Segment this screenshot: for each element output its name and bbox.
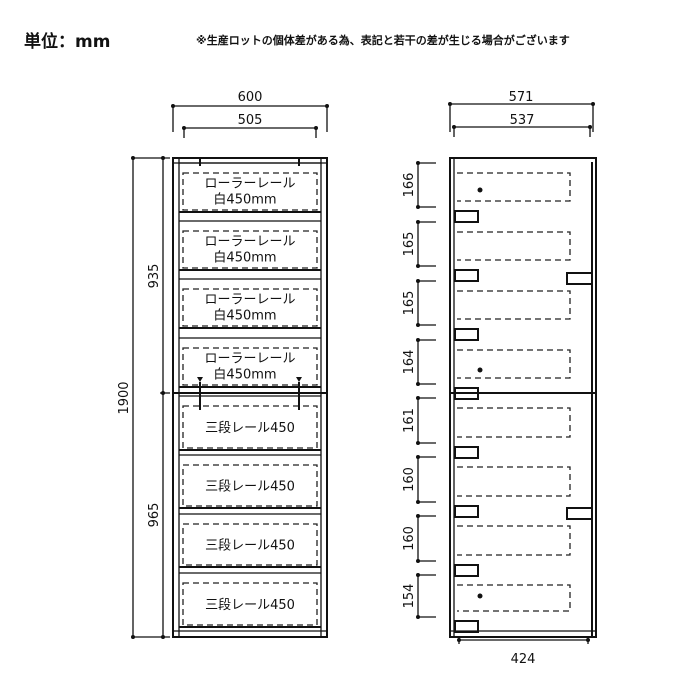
front-drawer: 三段レール450 xyxy=(179,454,321,509)
drawer-box-outline xyxy=(457,349,571,379)
front-drawer: 三段レール450 xyxy=(179,513,321,568)
side-drawer-dimension: 166 xyxy=(402,161,571,223)
side-drawer-dimension: 165 xyxy=(402,279,571,341)
handle-profile xyxy=(454,446,479,459)
drawer-box-outline xyxy=(457,407,571,438)
side-view: 166 165 165 164 161 160 160 154 xyxy=(402,102,597,644)
side-drawer-height-label: 164 xyxy=(402,350,417,375)
handle-profile xyxy=(454,328,479,341)
side-drawer-dimension: 165 xyxy=(402,220,571,282)
triple-rail-label: 三段レール450 xyxy=(205,539,295,554)
side-drawer-dimension: 164 xyxy=(402,338,571,400)
roller-rail-size-label: 白450mm xyxy=(213,192,276,208)
rear-stopper xyxy=(566,272,593,285)
roller-rail-label: ローラーレール xyxy=(204,177,295,192)
screw-icon xyxy=(477,593,483,599)
unit-label: 単位：mm xyxy=(24,31,110,52)
front-drawer: 三段レール450 xyxy=(179,395,321,451)
roller-rail-label: ローラーレール xyxy=(204,352,295,367)
lot-variation-note: ※生産ロットの個体差がある為、表記と若干の差が生じる場合がございます xyxy=(196,33,570,47)
front-height-upper-label: 935 xyxy=(147,264,162,289)
roller-rail-size-label: 白450mm xyxy=(213,308,276,324)
rear-stopper xyxy=(566,507,593,520)
roller-rail-label: ローラーレール xyxy=(204,293,295,308)
triple-rail-label: 三段レール450 xyxy=(205,598,295,613)
drawer-rail-outline xyxy=(182,288,318,327)
front-drawer: 三段レール450 xyxy=(179,572,321,628)
front-width-outer-label: 600 xyxy=(238,90,263,105)
drawer-rail-outline xyxy=(182,347,318,386)
side-drawer-height-label: 165 xyxy=(402,291,417,316)
drawer-rail-outline xyxy=(182,464,318,507)
drawer-box-outline xyxy=(457,525,571,556)
handle-profile xyxy=(454,620,479,633)
front-height-total-label: 1900 xyxy=(117,381,132,414)
side-drawer-dimension: 161 xyxy=(402,396,571,459)
drawer-box-outline xyxy=(457,172,571,202)
drawer-rail-outline xyxy=(182,172,318,211)
drawer-rail-outline xyxy=(182,523,318,566)
dimension-tick xyxy=(586,638,590,642)
side-drawer-height-label: 160 xyxy=(402,526,417,551)
front-view: ローラーレール白450mmローラーレール白450mmローラーレール白450mmロ… xyxy=(131,104,329,639)
handle-profile xyxy=(454,505,479,518)
roller-rail-label: ローラーレール xyxy=(204,235,295,250)
triple-rail-label: 三段レール450 xyxy=(205,421,295,436)
screw-icon xyxy=(477,367,483,373)
side-drawer-height-label: 165 xyxy=(402,232,417,257)
drawer-box-outline xyxy=(457,231,571,261)
side-drawer-dimension: 160 xyxy=(402,455,571,518)
side-depth-outer-label: 571 xyxy=(509,90,534,105)
drawer-box-outline xyxy=(457,584,571,612)
handle-profile xyxy=(454,210,479,223)
dimension-tick xyxy=(457,638,461,642)
handle-profile xyxy=(454,269,479,282)
front-width-inner-label: 505 xyxy=(238,113,263,128)
side-drawer-dimension: 154 xyxy=(402,573,571,633)
cabinet-outline xyxy=(172,157,328,638)
front-height-lower-label: 965 xyxy=(147,503,162,528)
side-drawer-height-label: 161 xyxy=(402,408,417,433)
drawer-box-outline xyxy=(457,466,571,497)
drawer-rail-outline xyxy=(182,230,318,269)
side-outline xyxy=(449,157,597,638)
roller-rail-size-label: 白450mm xyxy=(213,250,276,266)
side-drawer-height-label: 166 xyxy=(402,173,417,198)
handle-profile xyxy=(454,387,479,400)
drawer-box-outline xyxy=(457,290,571,320)
side-depth-bottom-label: 424 xyxy=(511,652,536,667)
side-drawer-height-label: 160 xyxy=(402,467,417,492)
triple-rail-label: 三段レール450 xyxy=(205,480,295,495)
adjuster-icon xyxy=(197,377,203,382)
side-drawer-height-label: 154 xyxy=(402,584,417,609)
drawer-rail-outline xyxy=(182,582,318,626)
screw-icon xyxy=(477,187,483,193)
side-drawer-dimension: 160 xyxy=(402,514,571,577)
adjuster-icon xyxy=(296,377,302,382)
handle-profile xyxy=(454,564,479,577)
side-depth-inner-label: 537 xyxy=(510,113,535,128)
roller-rail-size-label: 白450mm xyxy=(213,367,276,383)
drawer-rail-outline xyxy=(182,405,318,449)
